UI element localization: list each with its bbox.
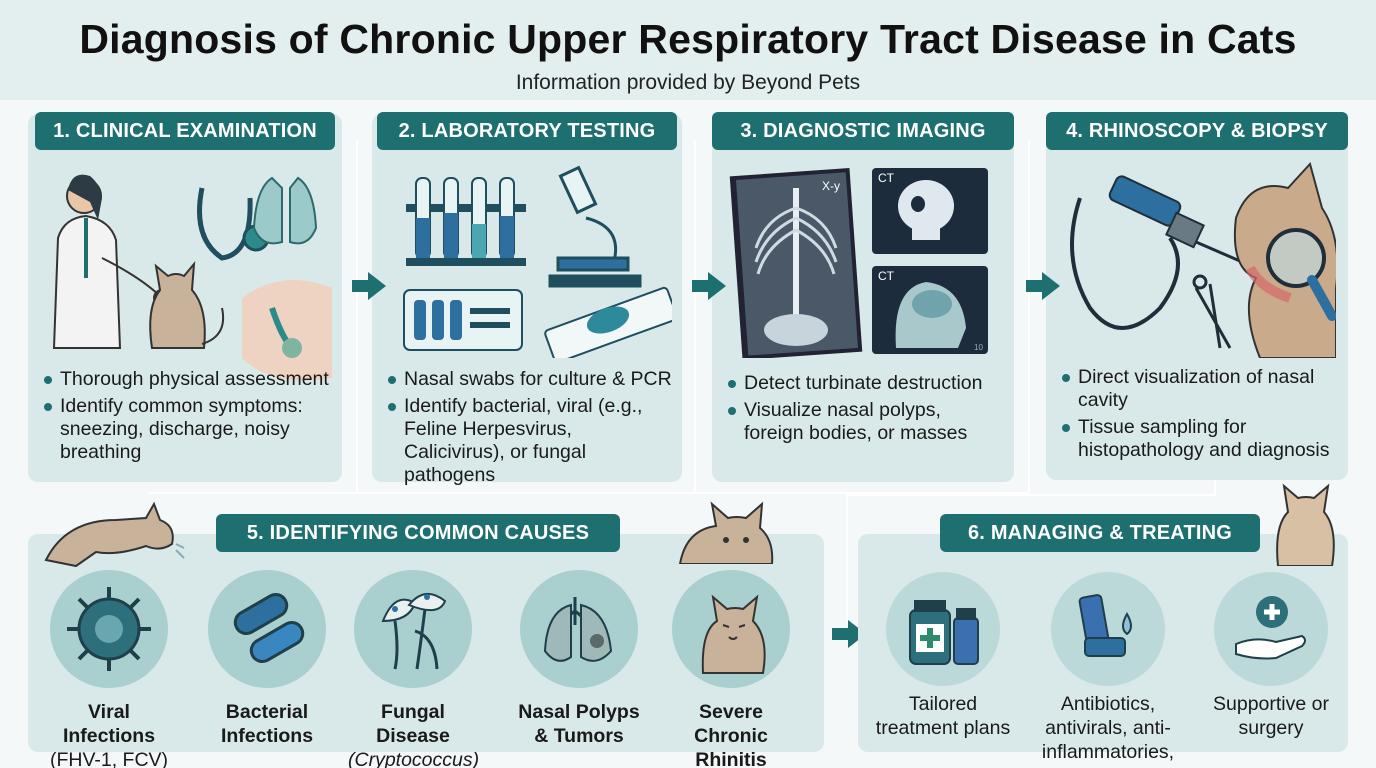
step-bullets: Detect turbinate destruction Visualize n… [726,372,1004,449]
sample-tray-icon [403,289,523,351]
treatment-tailored-plans: Tailored treatment plans [868,572,1018,740]
rhinoscopy-illustration [1060,158,1339,458]
step-bullets: Thorough physical assessment Identify co… [42,368,332,468]
treatment-label: Antibiotics, antivirals, anti-inflammato… [1041,693,1175,763]
microscope-icon [548,165,642,288]
step-card-rhinoscopy-biopsy: 4. RHINOSCOPY & BIOPSY [1046,112,1348,480]
lungs-icon [520,570,638,688]
sneezing-cat-icon [44,501,185,568]
peeking-cat-icon [678,501,774,564]
cause-bacterial-infections: Bacterial Infections [202,570,332,748]
bacteria-icon [208,570,326,688]
cause-label: Viral Infections [62,701,156,747]
microscope-slide-icon [544,286,678,364]
xray-film-icon: X-y [729,168,863,360]
cause-label: Bacterial Infections [220,701,314,747]
ct-corner-label: 10 [974,343,983,352]
caring-hand-icon [1214,572,1328,686]
treatment-medications: Antibiotics, antivirals, anti-inflammato… [1018,572,1198,764]
endoscope-icon [1070,175,1271,330]
ct-label: CT [878,269,895,283]
medicine-bottles-icon [886,572,1000,686]
connector-line [846,494,848,624]
connector-line [694,492,1030,494]
header: Diagnosis of Chronic Upper Respiratory T… [0,0,1376,100]
clinical-exam-illustration [42,158,332,458]
biopsy-forceps-icon [1194,283,1232,349]
bullet-item: Tissue sampling for histopathology and d… [1060,416,1338,462]
cat-icon [149,260,206,349]
fungus-icon [354,570,472,688]
bullet-item: Direct visualization of nasal cavity [1060,366,1338,412]
ct-head-section-icon: CT 10 [872,266,988,354]
cause-severe-chronic-rhinitis: Severe Chronic Rhinitis [666,570,796,768]
cause-sub: (Cryptococcus) [348,749,480,768]
treatment-label: Supportive or surgery [1213,693,1329,739]
lungs-icon [252,176,318,245]
treatment-label: Tailored treatment plans [875,693,1011,739]
bullet-item: Nasal swabs for culture & PCR [386,368,672,391]
treatment-header-wrap: 6. MANAGING & TREATING [940,514,1260,552]
flow-arrow-icon [1026,272,1060,300]
causes-header-wrap: 5. IDENTIFYING COMMON CAUSES [216,514,620,552]
step-bullets: Nasal swabs for culture & PCR Identify b… [386,368,672,491]
cause-viral-infections: Viral Infections (FHV-1, FCV) [44,570,174,768]
cause-label: Nasal Polyps & Tumors [518,701,640,747]
step-title: 4. RHINOSCOPY & BIOPSY [1046,112,1348,150]
stethoscope-icon [197,187,253,261]
cause-label: Fungal Disease [376,701,450,747]
cause-label: Severe Chronic Rhinitis [694,701,768,768]
flow-arrow-icon [692,272,726,300]
step-title: 2. LABORATORY TESTING [377,112,677,150]
connector-line [356,140,358,494]
test-tubes-icon [406,177,526,266]
bullet-item: Identify common symptoms: sneezing, disc… [42,395,332,464]
step-bullets: Direct visualization of nasal cavity Tis… [1060,366,1338,466]
imaging-illustration: X-y CT CT 10 [726,158,1000,458]
flow-arrow-icon [352,272,386,300]
connector-line [846,494,1216,496]
magnifier-icon [1266,228,1337,321]
ct-label: CT [878,171,895,185]
ct-skull-scan-icon: CT [872,168,988,254]
nasal-closeup-icon [242,280,332,381]
step-card-diagnostic-imaging: 3. DIAGNOSTIC IMAGING X-y CT [712,112,1014,482]
step-card-laboratory-testing: 2. LABORATORY TESTING [372,112,682,486]
lab-testing-illustration [386,158,678,458]
inhaler-icon [1051,572,1165,686]
cause-fungal-disease: Fungal Disease (Cryptococcus) [348,570,480,768]
connector-line [1214,478,1216,496]
step-card-clinical-examination: 1. CLINICAL EXAMINATION Thorough physica… [28,112,342,482]
causes-title: 5. IDENTIFYING COMMON CAUSES [216,514,620,552]
step-title: 1. CLINICAL EXAMINATION [35,112,335,150]
bullet-item: Identify bacterial, viral (e.g., Feline … [386,395,672,487]
connector-line [356,492,696,494]
bullet-item: Visualize nasal polyps, foreign bodies, … [726,399,1004,445]
sick-cat-icon [672,570,790,688]
xray-label: X-y [822,179,840,193]
cause-sub: (FHV-1, FCV) [49,749,169,768]
treatment-title: 6. MANAGING & TREATING [940,514,1260,552]
sitting-cat-icon [1276,483,1335,566]
treatment-supportive: Supportive or surgery [1196,572,1346,740]
connector-line [1028,140,1030,494]
bullet-item: Detect turbinate destruction [726,372,1004,395]
page-subtitle: Information provided by Beyond Pets [515,71,861,94]
cause-nasal-polyps-tumors: Nasal Polyps & Tumors [514,570,644,748]
connector-line [694,140,696,494]
virus-icon [50,570,168,688]
bullet-item: Thorough physical assessment [42,368,332,391]
step-title: 3. DIAGNOSTIC IMAGING [712,112,1014,150]
connector-line [148,492,358,522]
page-title: Diagnosis of Chronic Upper Respiratory T… [79,16,1297,62]
